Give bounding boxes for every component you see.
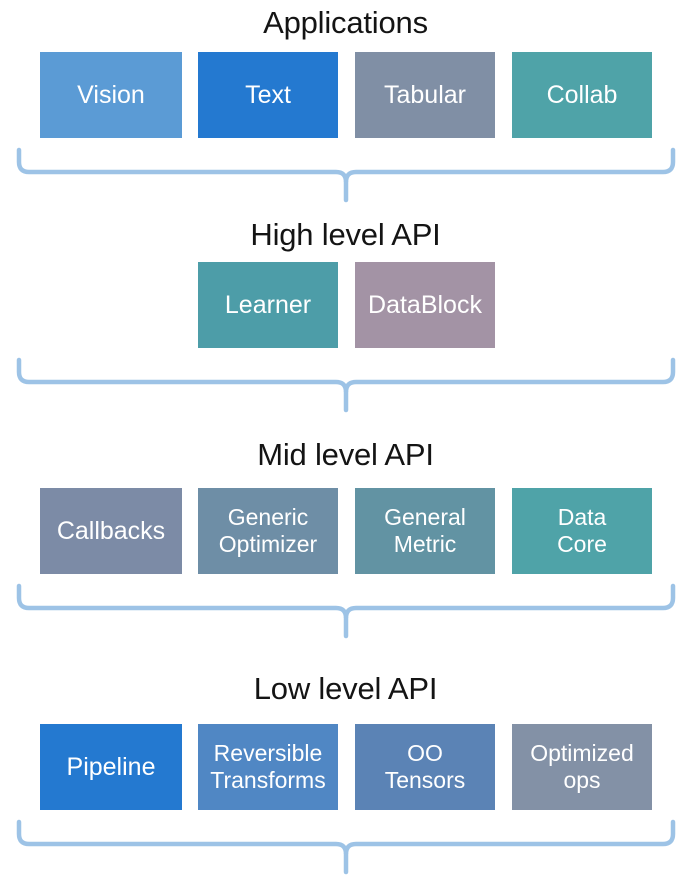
section-high-level-api: High level API Learner DataBlock (0, 210, 691, 420)
box-reversible-transforms-label: Reversible Transforms (202, 740, 334, 794)
box-optimized-ops-line2: ops (563, 767, 601, 793)
box-general-metric-label: General Metric (359, 504, 491, 558)
section-mid-level-api: Mid level API Callbacks Generic Optimize… (0, 430, 691, 650)
box-optimized-ops-line1: Optimized (530, 740, 634, 766)
box-tabular-label: Tabular (384, 80, 466, 109)
box-data-core-line1: Data (557, 504, 607, 530)
section-low-level-api: Low level API Pipeline Reversible Transf… (0, 662, 691, 879)
box-datablock[interactable]: DataBlock (355, 262, 495, 348)
low-level-api-box-row: Pipeline Reversible Transforms OO Tensor… (0, 724, 691, 810)
box-collab[interactable]: Collab (512, 52, 652, 138)
box-generic-optimizer[interactable]: Generic Optimizer (198, 488, 338, 574)
brace-low-level-api (0, 816, 691, 876)
section-applications: Applications Vision Text Tabular Collab (0, 0, 691, 210)
box-generic-optimizer-line2: Optimizer (218, 531, 318, 557)
brace-applications (0, 144, 691, 204)
brace-mid-level-api (0, 580, 691, 640)
box-learner-label: Learner (224, 290, 312, 319)
box-general-metric-line2: Metric (393, 531, 457, 557)
box-text[interactable]: Text (198, 52, 338, 138)
box-general-metric[interactable]: General Metric (355, 488, 495, 574)
box-optimized-ops[interactable]: Optimized ops (512, 724, 652, 810)
box-reversible-transforms[interactable]: Reversible Transforms (198, 724, 338, 810)
box-vision[interactable]: Vision (40, 52, 182, 138)
box-reversible-transforms-line2: Transforms (210, 767, 326, 793)
section-title-high-level-api: High level API (250, 217, 441, 252)
box-pipeline-label: Pipeline (66, 752, 156, 781)
box-vision-label: Vision (77, 80, 145, 109)
box-callbacks-label: Callbacks (56, 516, 166, 545)
box-callbacks[interactable]: Callbacks (40, 488, 182, 574)
section-title-applications: Applications (263, 5, 428, 40)
box-tabular[interactable]: Tabular (355, 52, 495, 138)
box-general-metric-line1: General (384, 504, 466, 530)
box-collab-label: Collab (546, 80, 618, 109)
section-title-low-level-api: Low level API (253, 671, 438, 706)
box-oo-tensors-label: OO Tensors (359, 740, 491, 794)
box-generic-optimizer-label: Generic Optimizer (202, 504, 334, 558)
box-data-core-line2: Core (557, 531, 607, 557)
box-data-core-label: Data Core (516, 504, 648, 558)
box-oo-tensors[interactable]: OO Tensors (355, 724, 495, 810)
box-oo-tensors-line2: Tensors (384, 767, 466, 793)
box-optimized-ops-label: Optimized ops (516, 740, 648, 794)
box-learner[interactable]: Learner (198, 262, 338, 348)
box-data-core[interactable]: Data Core (512, 488, 652, 574)
section-title-mid-level-api: Mid level API (257, 437, 434, 472)
box-oo-tensors-line1: OO (407, 740, 443, 766)
brace-high-level-api (0, 354, 691, 414)
high-level-api-box-row: Learner DataBlock (0, 262, 691, 348)
mid-level-api-box-row: Callbacks Generic Optimizer General Metr… (0, 488, 691, 574)
applications-box-row: Vision Text Tabular Collab (0, 52, 691, 138)
box-datablock-label: DataBlock (368, 290, 482, 319)
box-text-label: Text (245, 80, 291, 109)
box-reversible-transforms-line1: Reversible (213, 740, 323, 766)
box-generic-optimizer-line1: Generic (227, 504, 309, 530)
box-pipeline[interactable]: Pipeline (40, 724, 182, 810)
